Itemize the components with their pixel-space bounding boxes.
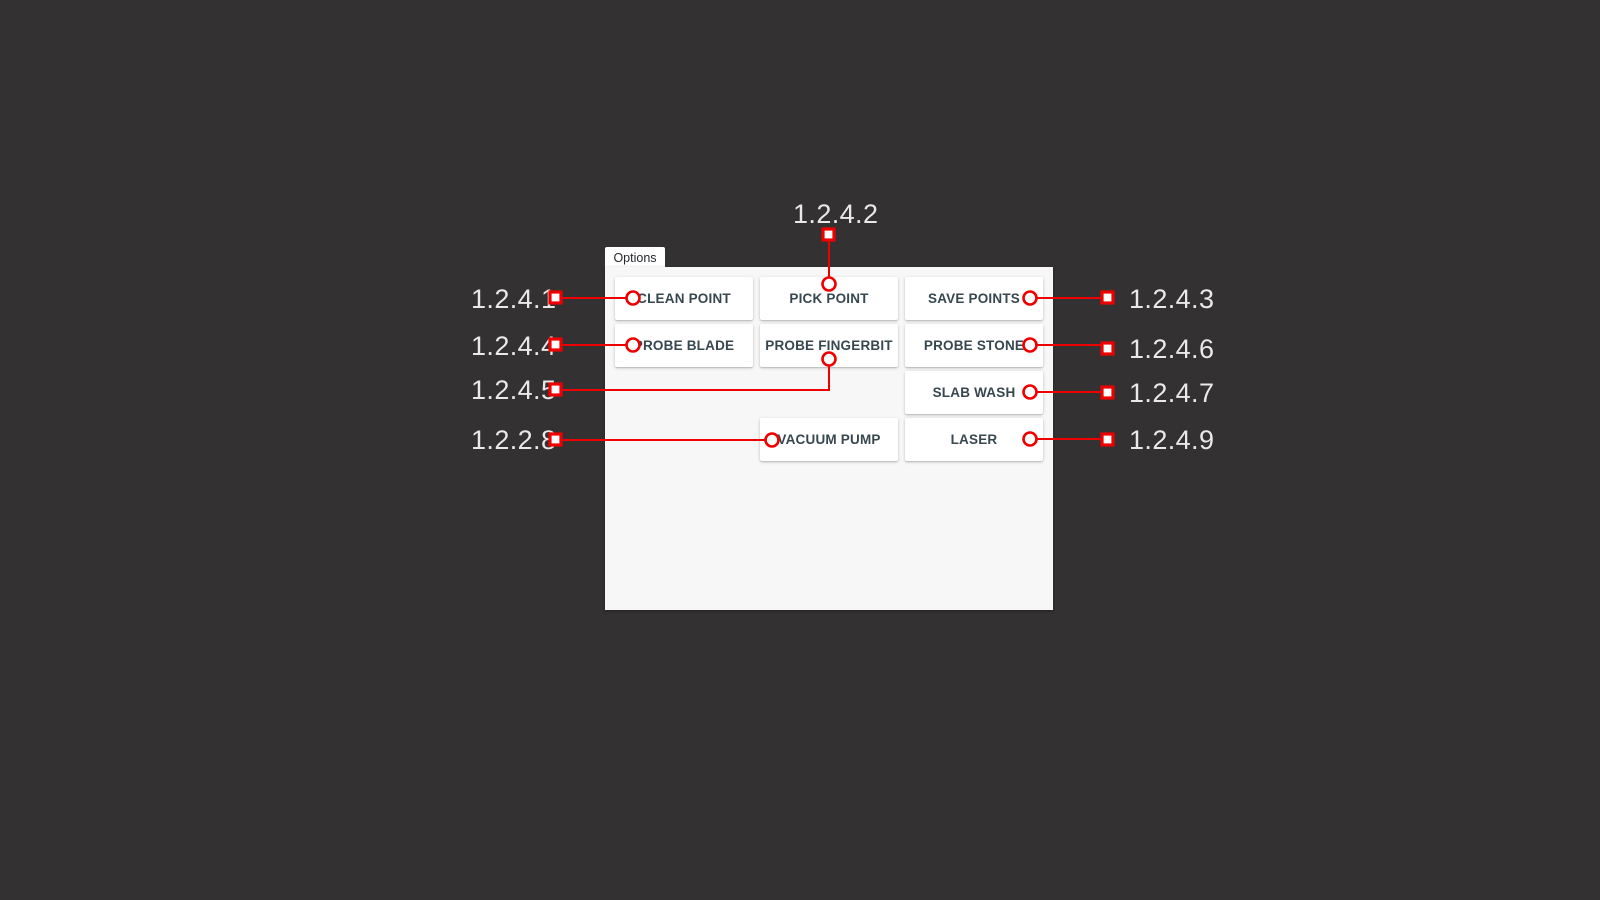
marker-square-1-2-4-6 xyxy=(1100,341,1115,356)
button-slab-wash[interactable]: SLAB WASH xyxy=(905,371,1043,414)
marker-square-1-2-4-3 xyxy=(1100,290,1115,305)
annotation-label-1-2-4-5: 1.2.4.5 xyxy=(471,375,557,405)
annotation-label-1-2-4-6: 1.2.4.6 xyxy=(1129,334,1215,364)
annotation-label-1-2-2-8: 1.2.2.8 xyxy=(471,425,557,455)
annotation-label-1-2-4-3: 1.2.4.3 xyxy=(1129,284,1215,314)
tab-options[interactable]: Options xyxy=(605,247,665,269)
button-probe-blade[interactable]: PROBE BLADE xyxy=(615,324,753,367)
marker-square-1-2-4-2 xyxy=(821,227,836,242)
button-save-points[interactable]: SAVE POINTS xyxy=(905,277,1043,320)
annotation-label-1-2-4-4: 1.2.4.4 xyxy=(471,331,557,361)
button-clean-point[interactable]: CLEAN POINT xyxy=(615,277,753,320)
annotation-label-1-2-4-1: 1.2.4.1 xyxy=(471,284,557,314)
button-pick-point[interactable]: PICK POINT xyxy=(760,277,898,320)
annotation-label-1-2-4-7: 1.2.4.7 xyxy=(1129,378,1215,408)
button-laser[interactable]: LASER xyxy=(905,418,1043,461)
annotation-label-1-2-4-2: 1.2.4.2 xyxy=(793,199,879,229)
button-probe-stone[interactable]: PROBE STONE xyxy=(905,324,1043,367)
marker-square-1-2-4-7 xyxy=(1100,385,1115,400)
marker-square-1-2-4-9 xyxy=(1100,432,1115,447)
button-probe-fingerbit[interactable]: PROBE FINGERBIT xyxy=(760,324,898,367)
button-vacuum-pump[interactable]: VACUUM PUMP xyxy=(760,418,898,461)
annotation-label-1-2-4-9: 1.2.4.9 xyxy=(1129,425,1215,455)
